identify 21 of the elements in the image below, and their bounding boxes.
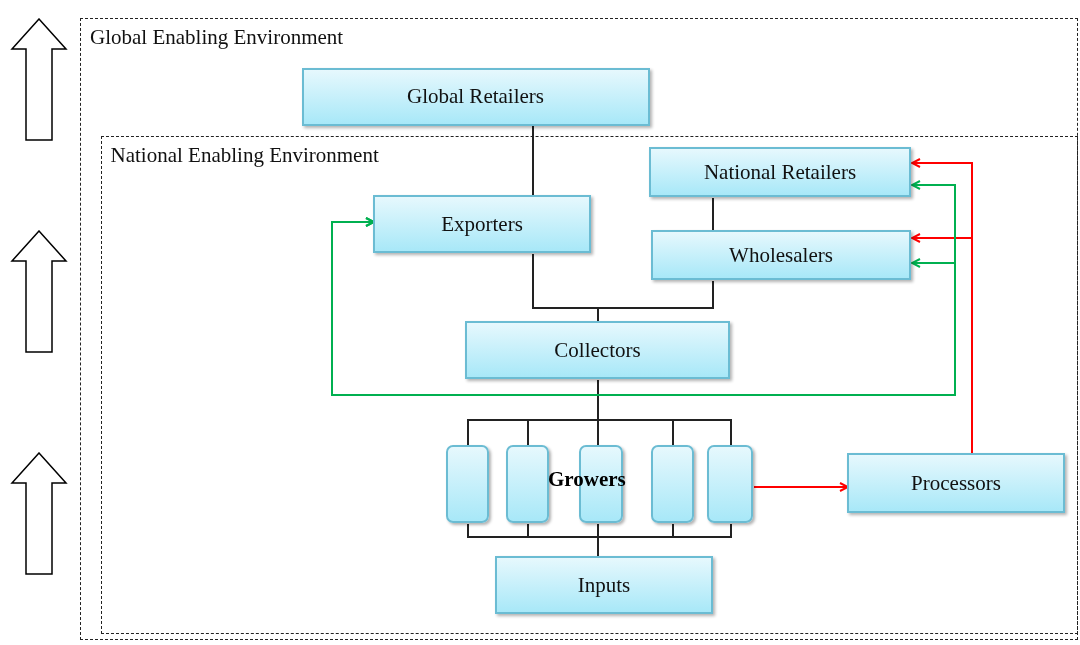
group-label: Growers (548, 467, 626, 492)
connector-line (712, 197, 714, 232)
actor-box: Exporters (373, 195, 591, 253)
actor-box: National Retailers (649, 147, 911, 197)
arrow (331, 217, 956, 396)
frame-heading: Global Enabling Environment (90, 25, 344, 50)
connector-line (597, 379, 732, 447)
actor-box: Collectors (465, 321, 730, 379)
actor-box: Processors (847, 453, 1065, 513)
environment-frame (100, 135, 1078, 634)
grower-box (506, 445, 549, 523)
actor-box: Global Retailers (301, 67, 650, 126)
connector-line (532, 125, 534, 197)
grower-box (651, 445, 694, 523)
arrow (753, 482, 849, 492)
grower-box (446, 445, 489, 523)
grower-box (707, 445, 753, 523)
actor-box: Wholesalers (651, 230, 911, 280)
environment-frame (80, 18, 1078, 640)
actor-box: Inputs (495, 556, 713, 614)
frame-heading: National Enabling Environment (110, 142, 379, 168)
